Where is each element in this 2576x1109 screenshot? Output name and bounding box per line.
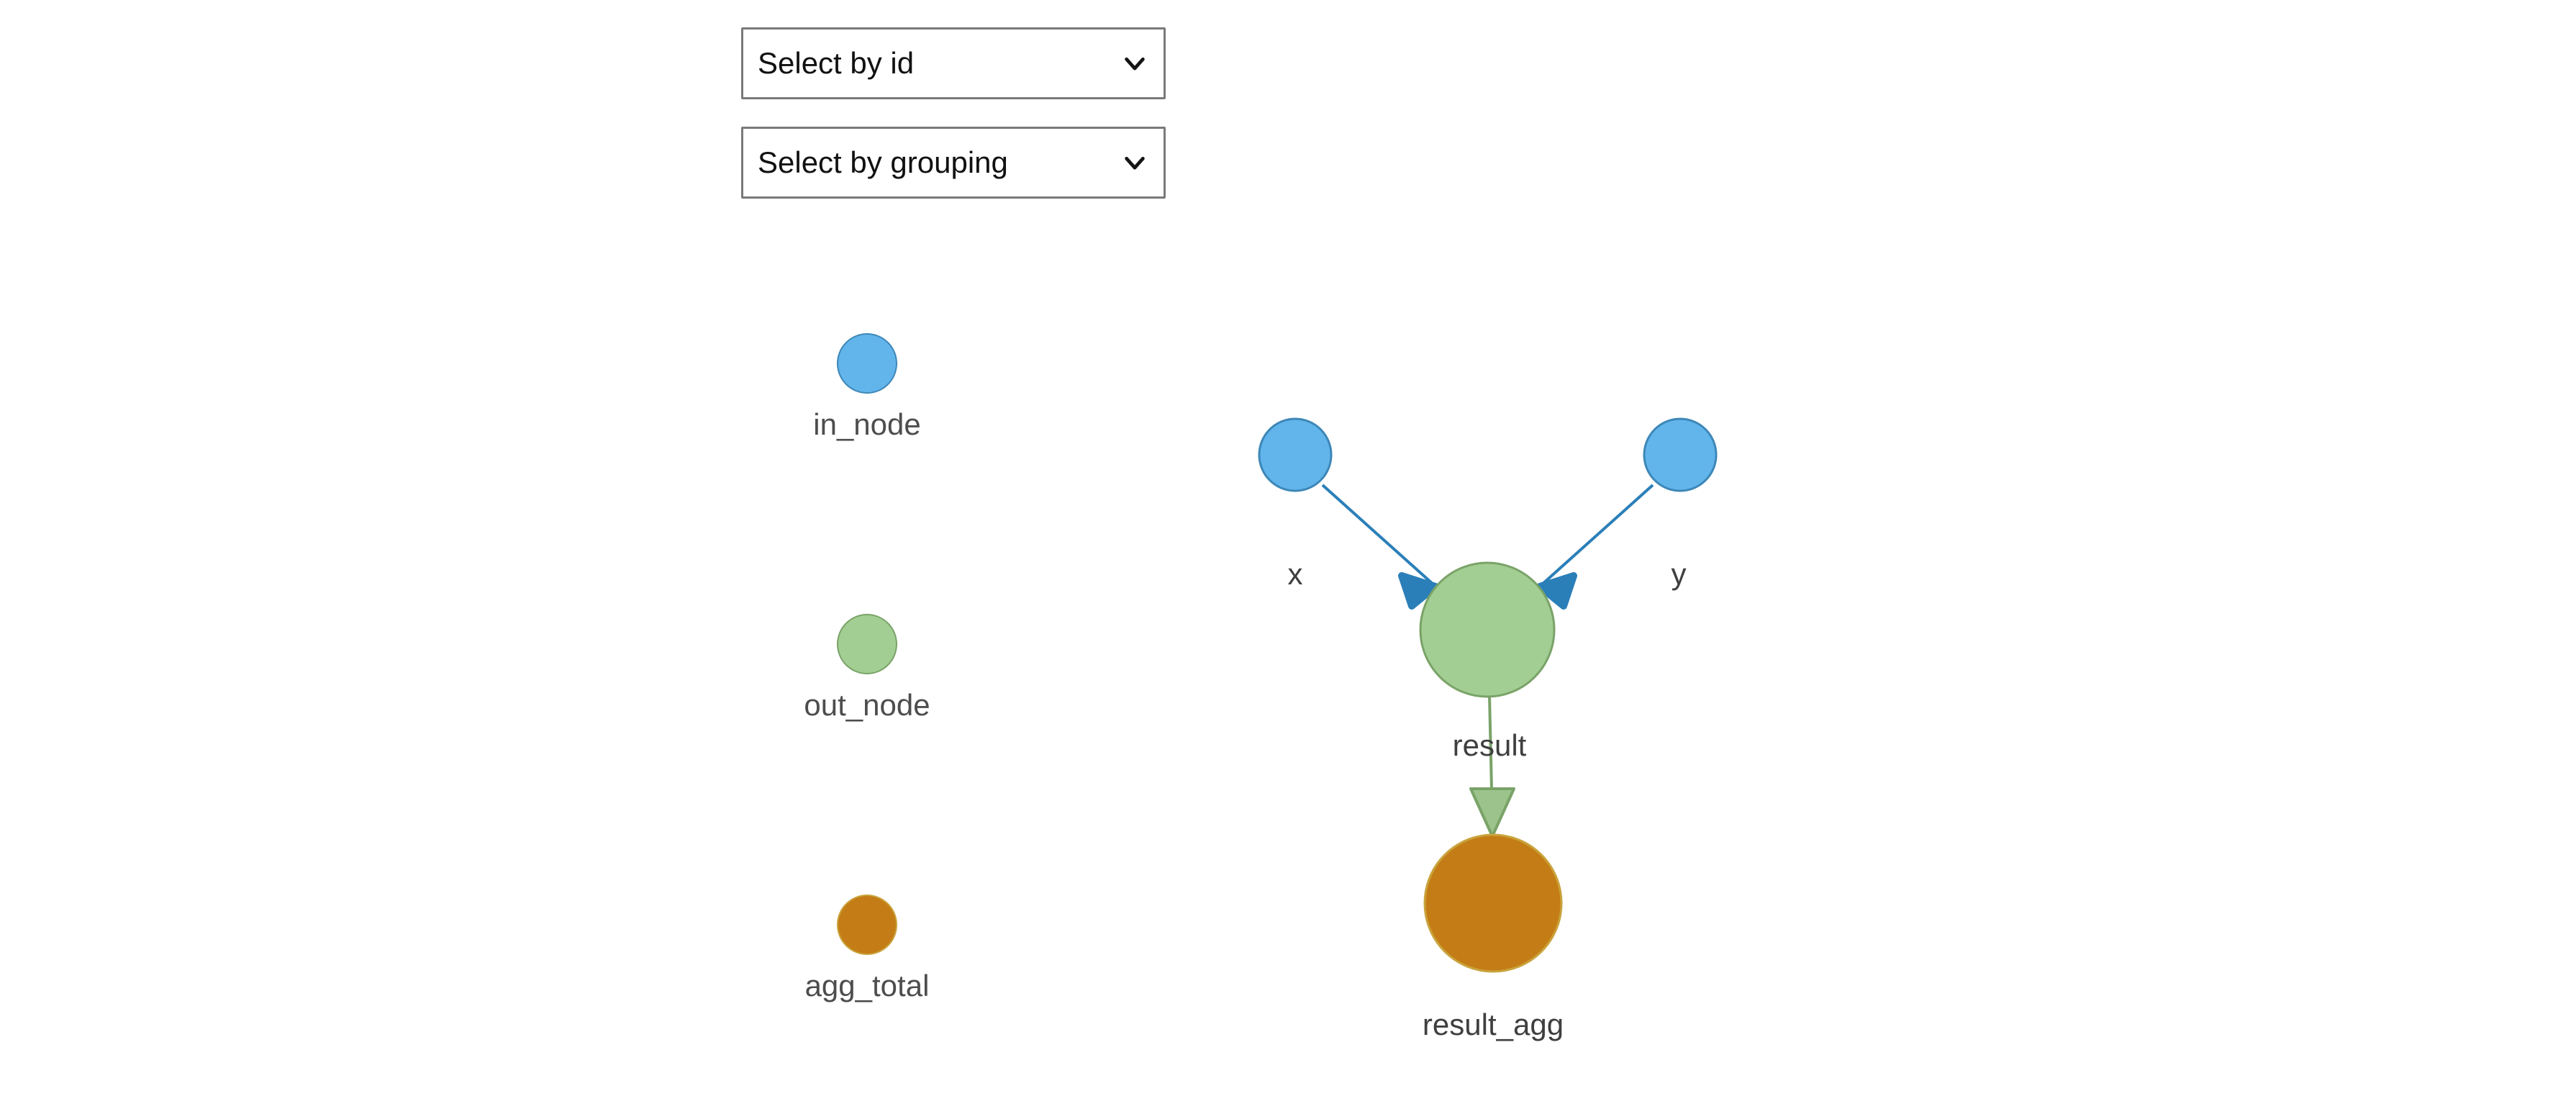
edge-x-result[interactable] <box>1321 484 1439 610</box>
legend-item-out-node[interactable]: out_node <box>745 614 989 720</box>
graph-node-label-x: x <box>1288 557 1303 591</box>
arrowhead-icon <box>1536 572 1577 610</box>
legend-swatch-out-node <box>837 614 897 674</box>
graph-node-label-y: y <box>1672 557 1687 591</box>
select-by-grouping-wrapper: Select by grouping <box>741 127 1166 199</box>
edge-y-result[interactable] <box>1536 484 1654 610</box>
graph-edge-label-result: result <box>1453 728 1527 762</box>
controls-panel: Select by id Select by grouping <box>741 27 1173 226</box>
select-by-grouping-value: Select by grouping <box>758 145 1008 179</box>
legend-item-in-node[interactable]: in_node <box>745 333 989 440</box>
select-by-id-wrapper: Select by id <box>741 27 1166 99</box>
graph-node-result[interactable] <box>1419 561 1556 698</box>
legend-label-out-node: out_node <box>804 688 930 722</box>
graph-node-label-result-agg: result_agg <box>1423 1008 1564 1041</box>
legend-label-agg-total: agg_total <box>804 969 930 1002</box>
select-by-id-value: Select by id <box>758 46 915 80</box>
legend-item-agg-total[interactable]: agg_total <box>745 895 989 1001</box>
legend-label-in-node: in_node <box>813 407 921 441</box>
edge-result-result-agg[interactable] <box>1469 696 1515 838</box>
legend-swatch-in-node <box>837 333 897 394</box>
graph-node-result-agg[interactable] <box>1423 833 1563 973</box>
select-by-id[interactable]: Select by id <box>741 27 1166 99</box>
arrowhead-icon <box>1469 787 1515 838</box>
legend-swatch-agg-total <box>837 895 897 955</box>
graph-node-x[interactable] <box>1258 417 1333 492</box>
edge-line <box>1541 484 1654 586</box>
graph-node-y[interactable] <box>1643 417 1718 492</box>
arrowhead-icon <box>1398 572 1439 610</box>
edge-line <box>1321 484 1435 586</box>
select-by-grouping[interactable]: Select by grouping <box>741 127 1166 199</box>
